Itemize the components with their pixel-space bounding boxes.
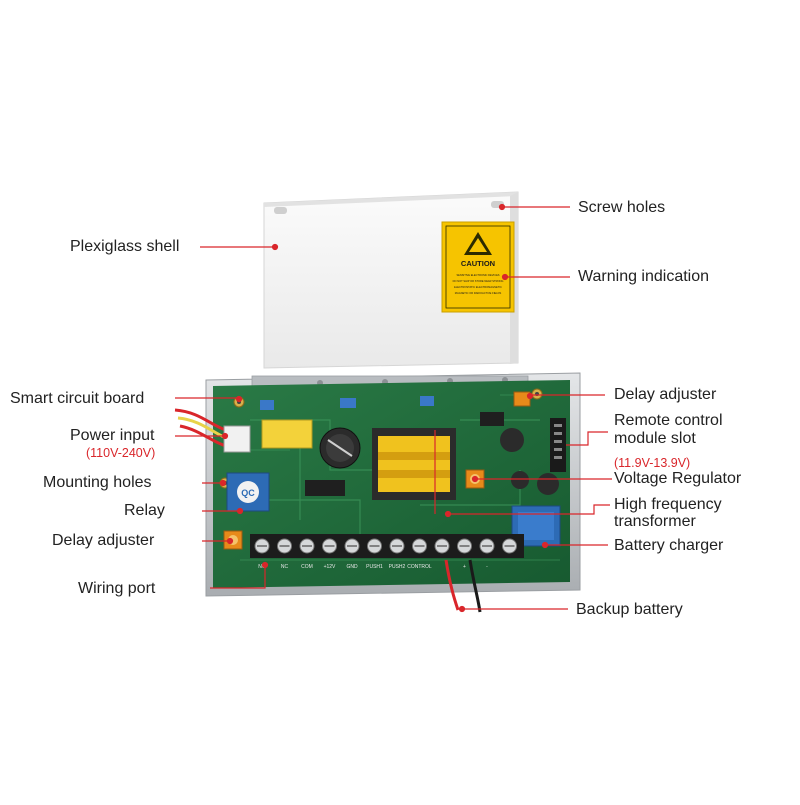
label-remote-control-line2: module slot — [614, 430, 696, 447]
label-smart-circuit-board: Smart circuit board — [10, 390, 145, 407]
power-input-connector — [223, 425, 251, 453]
label-mounting-holes: Mounting holes — [43, 474, 152, 491]
terminal-block-base — [250, 534, 524, 558]
terminal-label: COM — [301, 564, 313, 570]
caution-title: CAUTION — [461, 259, 495, 268]
caution-line-3: ELECTROSTATIC ELECTROMAGNETIC — [454, 285, 502, 289]
label-voltage-regulator: Voltage Regulator — [614, 470, 742, 487]
label-voltage-range: (11.9V-13.9V) — [614, 456, 691, 470]
terminal-label: PUSH2 — [389, 564, 406, 570]
label-delay-adjuster-right: Delay adjuster — [614, 386, 717, 403]
label-battery-charger: Battery charger — [614, 537, 724, 554]
terminal-label: CONTROL — [407, 564, 432, 570]
relay — [226, 472, 270, 512]
relay-marking: QC — [241, 488, 255, 498]
label-backup-battery: Backup battery — [576, 601, 683, 618]
terminal-label: + — [463, 564, 466, 570]
caution-line-1: SENSITIVE ELECTRONIC DEVICES — [456, 273, 499, 277]
label-high-frequency-line2: transformer — [614, 513, 696, 530]
terminal-label: NC — [281, 564, 289, 570]
label-warning-indication: Warning indication — [578, 268, 710, 285]
terminal-label: +12V — [324, 564, 336, 570]
caution-line-2: DO NOT SHIP OR STORE NEAR STRONG — [453, 279, 504, 283]
label-power-input: Power input — [70, 427, 155, 444]
label-plexiglass-shell: Plexiglass shell — [70, 238, 180, 255]
screw-hole-left — [274, 207, 287, 214]
caution-line-4: MAGNETIC OR RADIOACTIVE FIELDS — [455, 291, 502, 295]
high-frequency-transformer — [372, 428, 456, 500]
terminal-label: - — [486, 564, 488, 570]
label-remote-control-line1: Remote control — [614, 412, 723, 429]
caution-sticker: CAUTION SENSITIVE ELECTRONIC DEVICES DO … — [441, 221, 515, 313]
pointer-lines — [175, 203, 612, 613]
label-delay-adjuster-left: Delay adjuster — [52, 532, 155, 549]
terminal-label: PUSH1 — [366, 564, 383, 570]
terminal-label: GND — [346, 564, 358, 570]
label-high-frequency-line1: High frequency — [614, 496, 722, 513]
label-screw-holes: Screw holes — [578, 199, 666, 216]
label-wiring-port: Wiring port — [78, 580, 156, 597]
terminal-label: NO — [258, 564, 266, 570]
label-power-input-range: (110V-240V) — [86, 446, 156, 460]
label-relay: Relay — [124, 502, 165, 519]
